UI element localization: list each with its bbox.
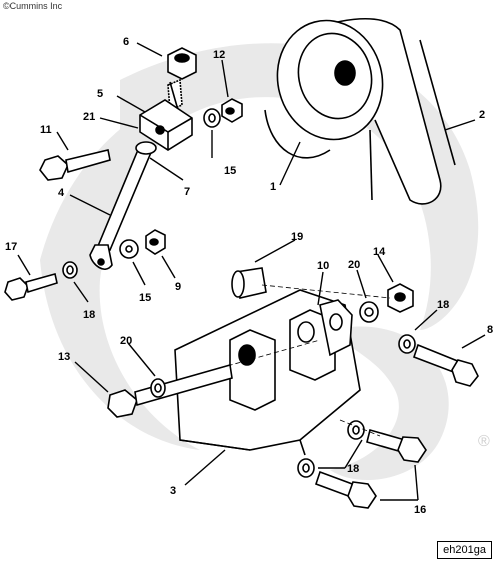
callout-labels: 6 12 5 21 11 15 7 4 15 9 17 18 1 2 19 10…	[5, 36, 493, 516]
callout-18-left: 18	[83, 309, 95, 321]
lockwasher-18-lower-a	[347, 420, 365, 440]
callout-15-lower: 15	[139, 292, 151, 304]
callout-1: 1	[270, 181, 276, 193]
capscrew-8	[412, 343, 479, 387]
callout-11: 11	[40, 124, 52, 136]
callout-13: 13	[58, 351, 70, 363]
callout-3: 3	[170, 485, 176, 497]
capscrew-17	[4, 273, 58, 301]
callout-2: 2	[479, 109, 485, 121]
spacer-19	[231, 267, 267, 299]
washer-15-lower	[119, 239, 139, 259]
washer-15-upper	[203, 108, 221, 128]
callout-16: 16	[414, 504, 426, 516]
callout-17: 17	[5, 241, 17, 253]
callout-12: 12	[213, 49, 225, 61]
washer-20-right	[359, 301, 379, 323]
callout-18-lower: 18	[347, 463, 359, 475]
lockwasher-18-lower-b	[297, 458, 315, 478]
callout-20-left: 20	[120, 335, 132, 347]
pulley-belt	[264, 18, 456, 205]
callout-15-upper: 15	[224, 165, 236, 177]
nut-14	[387, 283, 414, 313]
capscrew-16-lower	[314, 470, 377, 509]
callout-10: 10	[317, 260, 329, 272]
callout-6: 6	[123, 36, 129, 48]
callout-21: 21	[83, 111, 95, 123]
drawing-id-label: eh201ga	[437, 541, 492, 559]
leader-lines	[17, 42, 486, 501]
callout-9: 9	[175, 281, 181, 293]
capscrew-16-upper	[366, 429, 427, 463]
nut-12	[221, 98, 243, 123]
link-rod	[89, 141, 157, 270]
lockwasher-18-right	[398, 334, 416, 354]
centerlines	[219, 284, 391, 437]
registered-mark: ®	[478, 433, 490, 450]
callout-4: 4	[58, 187, 65, 199]
callout-8: 8	[487, 324, 493, 336]
washer-20-left	[150, 378, 166, 398]
adjusting-block	[139, 78, 193, 151]
callout-20-right: 20	[348, 259, 360, 271]
nut-9	[145, 229, 166, 255]
mounting-bracket	[174, 289, 361, 456]
capscrew-11	[39, 149, 111, 181]
nut-6	[167, 47, 197, 80]
callout-5: 5	[97, 88, 103, 100]
copyright-notice: ©Cummins Inc	[3, 1, 63, 11]
callout-18-right: 18	[437, 299, 449, 311]
callout-7: 7	[184, 186, 190, 198]
callout-19: 19	[291, 231, 303, 243]
callout-14: 14	[373, 246, 386, 258]
lockwasher-18-left	[62, 261, 78, 279]
